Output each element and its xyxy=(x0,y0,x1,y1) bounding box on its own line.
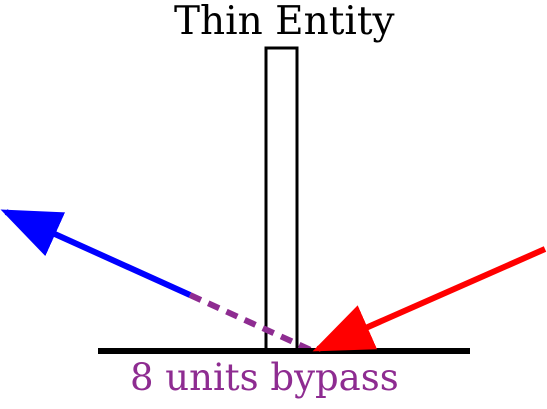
bypass-distance-label: 8 units bypass xyxy=(130,356,399,399)
incoming-ray-arrow xyxy=(312,246,547,352)
bypass-dashed-line xyxy=(188,292,315,354)
thin-entity-rect xyxy=(264,46,299,353)
reflected-ray-arrow xyxy=(0,209,192,298)
entity-title-label: Thin Entity xyxy=(174,0,395,44)
